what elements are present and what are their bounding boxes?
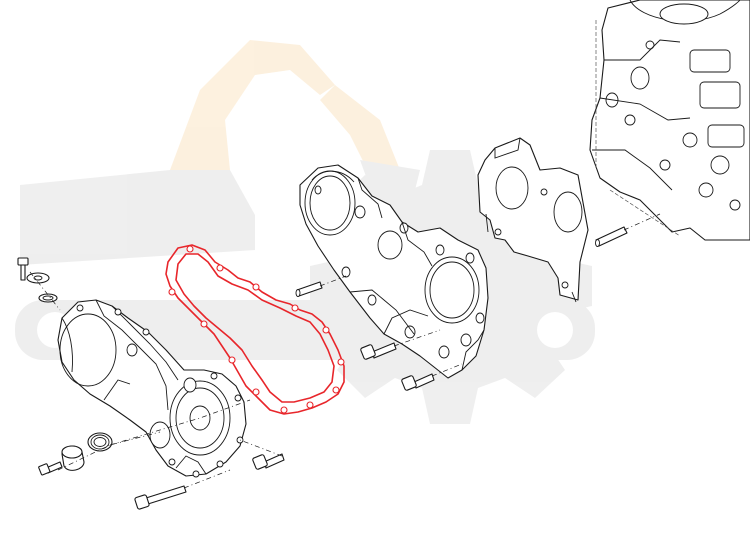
long-bolt-bottom — [134, 485, 187, 510]
small-bolt-top — [17, 257, 29, 281]
oil-seal — [87, 432, 113, 452]
gasket-outline — [165, 244, 345, 415]
cover-bolt-right — [252, 453, 285, 470]
front-timing-cover — [57, 299, 247, 478]
dowel-pin-lower — [295, 281, 323, 297]
cylinder-block — [589, 0, 750, 241]
front-cover-gasket — [165, 244, 345, 415]
gear-housing — [299, 164, 489, 379]
rear-plate-gasket — [477, 137, 589, 303]
o-ring — [38, 293, 58, 303]
gasket-bolt-holes — [168, 245, 345, 414]
cap-plug — [61, 445, 85, 471]
housing-bolt-upper — [360, 342, 397, 360]
alignment-lines — [29, 213, 661, 489]
small-bolt-bottom — [38, 461, 63, 476]
housing-bolt-lower — [401, 373, 435, 391]
gasket-inner — [175, 253, 335, 403]
dowel-pin-upper — [595, 226, 628, 247]
washer — [26, 272, 50, 284]
